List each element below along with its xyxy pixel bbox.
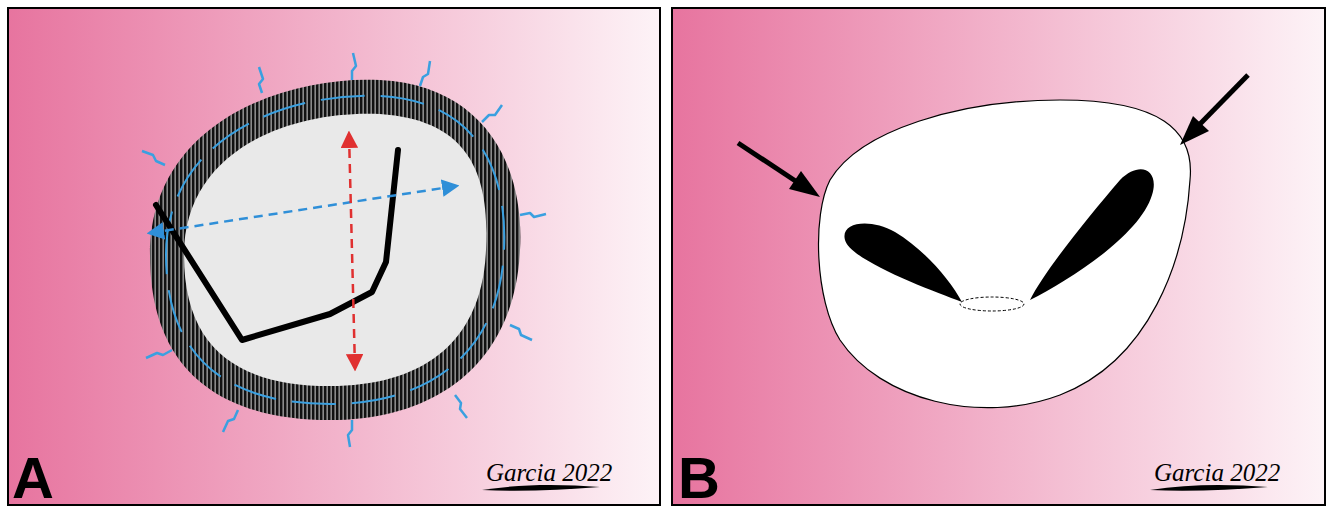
panel-letter: A <box>12 449 54 507</box>
author-signature: Garcia 2022 <box>486 460 612 485</box>
panel-letter: B <box>678 449 720 507</box>
author-signature: Garcia 2022 <box>1154 460 1280 485</box>
